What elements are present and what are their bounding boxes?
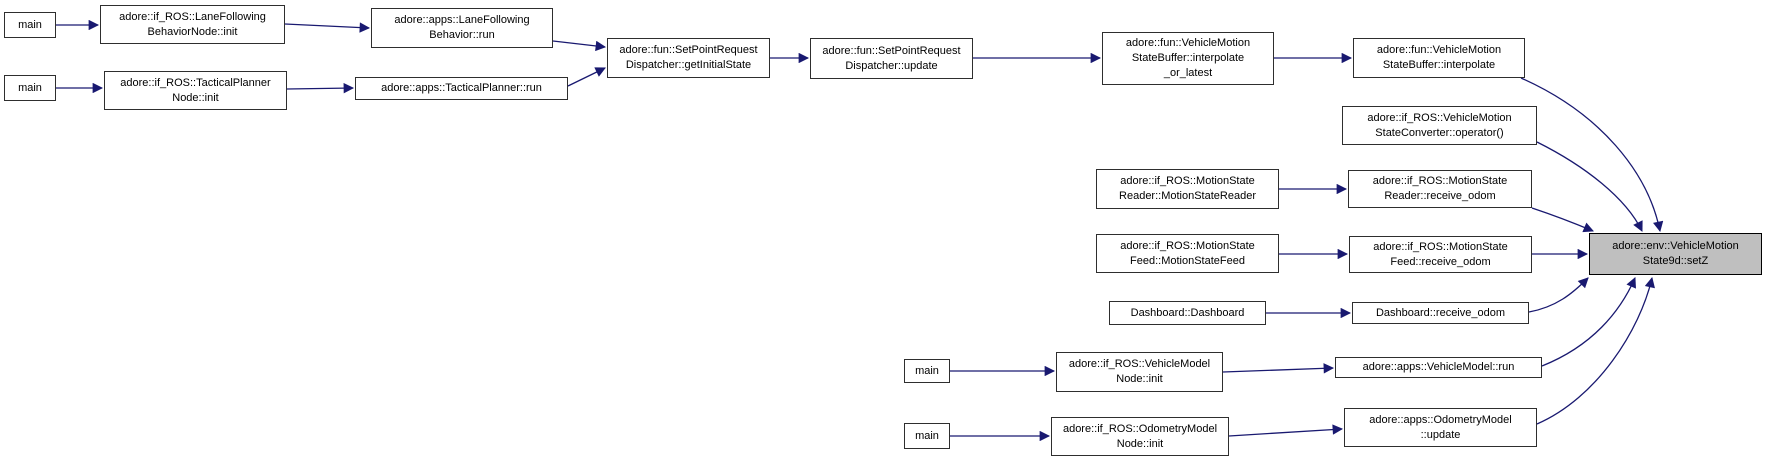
graph-node-label: adore::if_ROS::LaneFollowing [119, 10, 266, 23]
graph-node-label: adore::if_ROS::OdometryModel [1062, 422, 1218, 435]
graph-node-main-3[interactable]: main [904, 359, 950, 383]
edge-tacticalplanner-run-to-dispatcher-getinitialstate [567, 67, 606, 87]
edge-dashboard-receive-odom-to-setz [1528, 277, 1589, 313]
graph-node-label: StateConverter::operator() [1375, 126, 1504, 139]
graph-node-label: Dispatcher::getInitialState [625, 59, 752, 71]
graph-node-label: BehaviorNode::init [147, 25, 238, 38]
graph-node-label: Reader::MotionStateReader [1119, 190, 1256, 202]
graph-node-label: Behavior::run [429, 29, 495, 41]
graph-node-label: Dashboard::Dashboard [1130, 306, 1245, 319]
graph-node-label: adore::apps::OdometryModel [1369, 413, 1512, 426]
edge-lanefollowing-run-to-dispatcher-getinitialstate [552, 40, 607, 52]
graph-node-label: Dispatcher::update [845, 59, 938, 72]
graph-node-dashboard-receive-odom[interactable]: Dashboard::receive_odom [1352, 302, 1529, 324]
edge-vehiclemodel-node-init-to-vehiclemodel-run [1222, 363, 1335, 374]
edge-vehiclemodel-run-to-setz [1541, 277, 1636, 367]
edge-odometrymodel-node-init-to-odometrymodel-update [1228, 424, 1344, 437]
graph-node-label: adore::if_ROS::MotionState [1120, 175, 1255, 187]
edge-lanefollowing-node-init-to-lanefollowing-run [284, 22, 371, 33]
graph-node-label: adore::env::VehicleMotion [1612, 240, 1739, 252]
graph-node-label: Feed::receive_odom [1390, 255, 1491, 268]
graph-node-tacticalplanner-run[interactable]: adore::apps::TacticalPlanner::run [355, 77, 568, 100]
edge-stateconverter-operator-to-setz [1536, 141, 1643, 232]
graph-node-label: ::update [1420, 428, 1461, 441]
graph-node-label: adore::if_ROS::TacticalPlanner [120, 76, 271, 89]
graph-node-label: adore::if_ROS::VehicleMotion [1367, 111, 1512, 124]
graph-node-vehiclemodel-run[interactable]: adore::apps::VehicleModel::run [1335, 357, 1542, 378]
graph-node-label: adore::fun::VehicleMotion [1125, 37, 1251, 49]
graph-node-odometrymodel-update[interactable]: adore::apps::OdometryModel::update [1344, 408, 1537, 447]
graph-node-label: main [915, 364, 939, 377]
graph-node-label: adore::apps::LaneFollowing [394, 14, 530, 26]
graph-node-label: State9d::setZ [1642, 255, 1709, 267]
edge-odometrymodel-update-to-setz [1536, 276, 1655, 425]
graph-node-label: adore::apps::VehicleModel::run [1362, 361, 1515, 373]
graph-node-main-2[interactable]: main [4, 75, 56, 101]
graph-node-label: main [18, 18, 42, 31]
graph-node-label: adore::fun::SetPointRequest [822, 44, 961, 57]
graph-node-label: _or_latest [1163, 67, 1213, 79]
edge-motionstatereader-receive-odom-to-setz [1531, 207, 1594, 233]
graph-node-label: adore::if_ROS::MotionState [1120, 239, 1255, 252]
graph-node-dashboard-ctor[interactable]: Dashboard::Dashboard [1109, 301, 1266, 325]
graph-node-main-4[interactable]: main [904, 423, 950, 449]
graph-node-label: adore::if_ROS::VehicleModel [1068, 358, 1211, 370]
graph-node-label: Node::init [1116, 373, 1163, 385]
graph-node-label: adore::fun::VehicleMotion [1376, 44, 1502, 56]
graph-node-label: Node::init [1116, 437, 1164, 450]
edge-statebuffer-interpolate-to-setz [1520, 77, 1664, 233]
graph-node-label: main [915, 429, 939, 442]
edge-tacticalplanner-node-init-to-tacticalplanner-run [286, 82, 355, 94]
graph-node-label: adore::apps::TacticalPlanner::run [381, 82, 542, 94]
graph-node-label: adore::fun::SetPointRequest [619, 44, 758, 56]
graph-node-label: StateBuffer::interpolate [1131, 52, 1245, 64]
graph-node-label: adore::if_ROS::MotionState [1372, 175, 1508, 187]
graph-node-label: main [18, 81, 42, 94]
graph-node-label: adore::if_ROS::MotionState [1373, 240, 1508, 253]
graph-node-main-1[interactable]: main [4, 12, 56, 38]
graph-node-label: Node::init [172, 91, 219, 104]
graph-node-label: Feed::MotionStateFeed [1130, 254, 1245, 267]
graph-node-label: Reader::receive_odom [1384, 190, 1496, 202]
graph-node-label: Dashboard::receive_odom [1375, 306, 1506, 319]
graph-node-label: StateBuffer::interpolate [1382, 59, 1496, 71]
